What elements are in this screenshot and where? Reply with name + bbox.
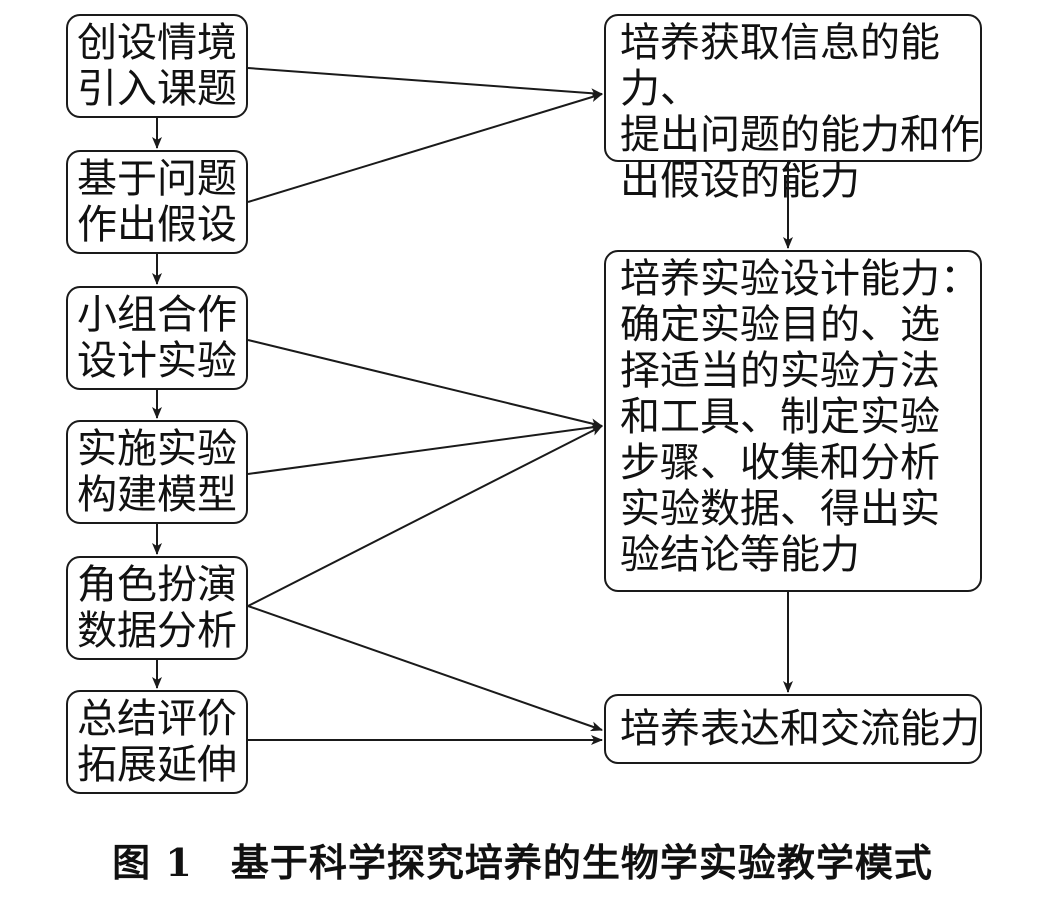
step-label: 总结评价 拓展延伸 bbox=[77, 696, 237, 788]
ability-label: 培养表达和交流能力 bbox=[620, 706, 980, 752]
step-label: 角色扮演 数据分析 bbox=[77, 562, 237, 654]
arrow-s4-a2 bbox=[247, 422, 603, 475]
ability-node-2: 培养实验设计能力： 确定实验目的、选 择适当的实验方法 和工具、制定实验 步骤、… bbox=[604, 250, 982, 592]
ability-label: 培养实验设计能力： 确定实验目的、选 择适当的实验方法 和工具、制定实验 步骤、… bbox=[620, 256, 980, 578]
arrow-s5-a3 bbox=[247, 605, 603, 732]
figure-title: 基于科学探究培养的生物学实验教学模式 bbox=[230, 840, 933, 885]
step-node-3: 小组合作 设计实验 bbox=[66, 286, 248, 390]
step-label: 小组合作 设计实验 bbox=[77, 292, 237, 384]
step-node-1: 创设情境 引入课题 bbox=[66, 14, 248, 118]
step-label: 实施实验 构建模型 bbox=[77, 426, 237, 518]
step-node-4: 实施实验 构建模型 bbox=[66, 420, 248, 524]
arrow-s3-a2 bbox=[247, 339, 603, 429]
step-node-5: 角色扮演 数据分析 bbox=[66, 556, 248, 660]
ability-node-3: 培养表达和交流能力 bbox=[604, 694, 982, 764]
arrow-s2-a1 bbox=[247, 92, 603, 203]
step-node-2: 基于问题 作出假设 bbox=[66, 150, 248, 254]
arrow-s1-a1 bbox=[247, 67, 603, 99]
step-label: 创设情境 引入课题 bbox=[77, 20, 237, 112]
ability-label: 培养获取信息的能力、 提出问题的能力和作 出假设的能力 bbox=[620, 20, 980, 204]
ability-node-1: 培养获取信息的能力、 提出问题的能力和作 出假设的能力 bbox=[604, 14, 982, 204]
figure-number: 图 1 bbox=[112, 840, 193, 885]
figure-caption: 图 1 基于科学探究培养的生物学实验教学模式 bbox=[0, 832, 1045, 887]
step-node-6: 总结评价 拓展延伸 bbox=[66, 690, 248, 794]
arrow-s5-a2 bbox=[247, 425, 603, 607]
step-label: 基于问题 作出假设 bbox=[77, 156, 237, 248]
